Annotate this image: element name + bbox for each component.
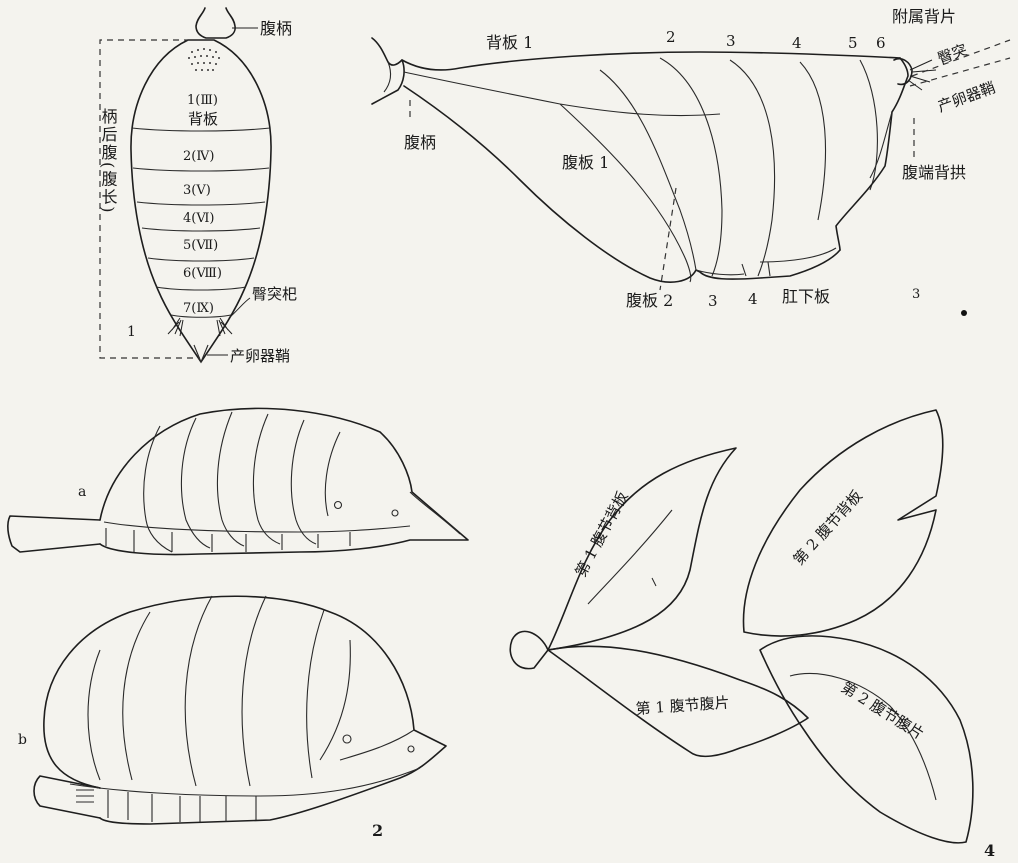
apical-arch: [836, 58, 908, 250]
accessory-tergite-label: 附属背片: [892, 7, 956, 26]
sternite-number-4: 4: [748, 290, 758, 308]
tergite-number-2: 2: [666, 28, 676, 46]
figure-3-lateral-gaster: 背板 1 2 3 4 5 6 附属背片 臀突 产卵器鞘 腹柄 腹板 1 腹端背拱…: [372, 7, 1010, 316]
sternite-1-label: 腹板 1: [562, 153, 609, 172]
segment-label-4: 4(Ⅵ): [183, 211, 215, 226]
ovipositor-sheath-label-3: 产卵器鞘: [935, 78, 998, 115]
apical-arch-label: 腹端背拱: [902, 163, 966, 182]
figure-number-4: 4: [984, 841, 995, 860]
petiole-label-3: 腹柄: [404, 133, 436, 152]
sternite-2-label: 腹板 2: [626, 291, 673, 310]
cercus-label: 臀突: [935, 41, 969, 68]
figure-number-2: 2: [372, 821, 383, 840]
figure-2a-lateral-gaster: a: [8, 408, 468, 554]
segment-label-2: 2(Ⅳ): [183, 149, 214, 164]
ovipositor-sheath-label: 产卵器鞘: [230, 347, 290, 365]
segment-label-6: 6(Ⅷ): [183, 266, 222, 281]
segment-label-1: 1(Ⅲ): [187, 93, 218, 108]
segment-label-5: 5(Ⅶ): [183, 238, 218, 253]
tergite-1-base: [510, 631, 548, 668]
tergite-number-6: 6: [876, 34, 886, 52]
tergite-number-5: 5: [848, 34, 858, 52]
petiole-label: 腹柄: [260, 19, 292, 38]
figure-2a-label: a: [78, 484, 86, 500]
petiole-b: [34, 776, 100, 818]
sternite-1-label-fig4: 第 1 腹节腹片: [635, 693, 730, 718]
tergite-number-4: 4: [792, 34, 802, 52]
cercus-hairs: [168, 318, 232, 336]
figure-4-segment-plates: 第 1 腹节背板 第 2 腹节背板 第 1 腹节腹片 第 2 腹节腹片 4: [510, 410, 995, 860]
figure-2b-label: b: [18, 732, 27, 748]
segment-label-3: 3(Ⅴ): [183, 183, 211, 198]
ink-dot: [961, 310, 967, 316]
dorsal-outline: [402, 52, 900, 70]
tergite-2-label-fig4: 第 2 腹节背板: [790, 487, 866, 569]
sternite-number-3: 3: [708, 292, 718, 310]
petiole-shape: [196, 8, 235, 38]
hypopygium-label: 肛下板: [782, 287, 830, 306]
tergite-1-label: 背板 1: [486, 33, 533, 52]
sternite-2-label-fig4: 第 2 腹节腹片: [838, 678, 927, 743]
segment-label-7: 7(Ⅸ): [183, 301, 214, 316]
tergite-number-3: 3: [726, 32, 736, 50]
figure-number-3: 3: [912, 287, 920, 302]
tergite-1-plate: [548, 448, 736, 650]
figure-2b-lateral-gaster: b 2: [18, 596, 446, 840]
petiole-a: [8, 516, 100, 552]
body-outline-b: [44, 596, 446, 824]
sternite-2-plate: [760, 636, 973, 843]
figure-1-dorsal-gaster: 1(Ⅲ) 背板 2(Ⅳ) 3(Ⅴ) 4(Ⅵ) 5(Ⅶ) 6(Ⅷ) 7(Ⅸ) 腹柄…: [99, 8, 298, 365]
body-outline-a: [100, 408, 468, 554]
petiole-stub: [372, 38, 404, 104]
gaster-length-label: 柄后腹(腹长): [99, 108, 118, 214]
pygostyle-label: 臀突𣏌: [252, 285, 297, 303]
figure-number-1: 1: [127, 324, 136, 340]
terga-label: 背板: [188, 110, 218, 128]
stippled-base: [188, 48, 220, 71]
